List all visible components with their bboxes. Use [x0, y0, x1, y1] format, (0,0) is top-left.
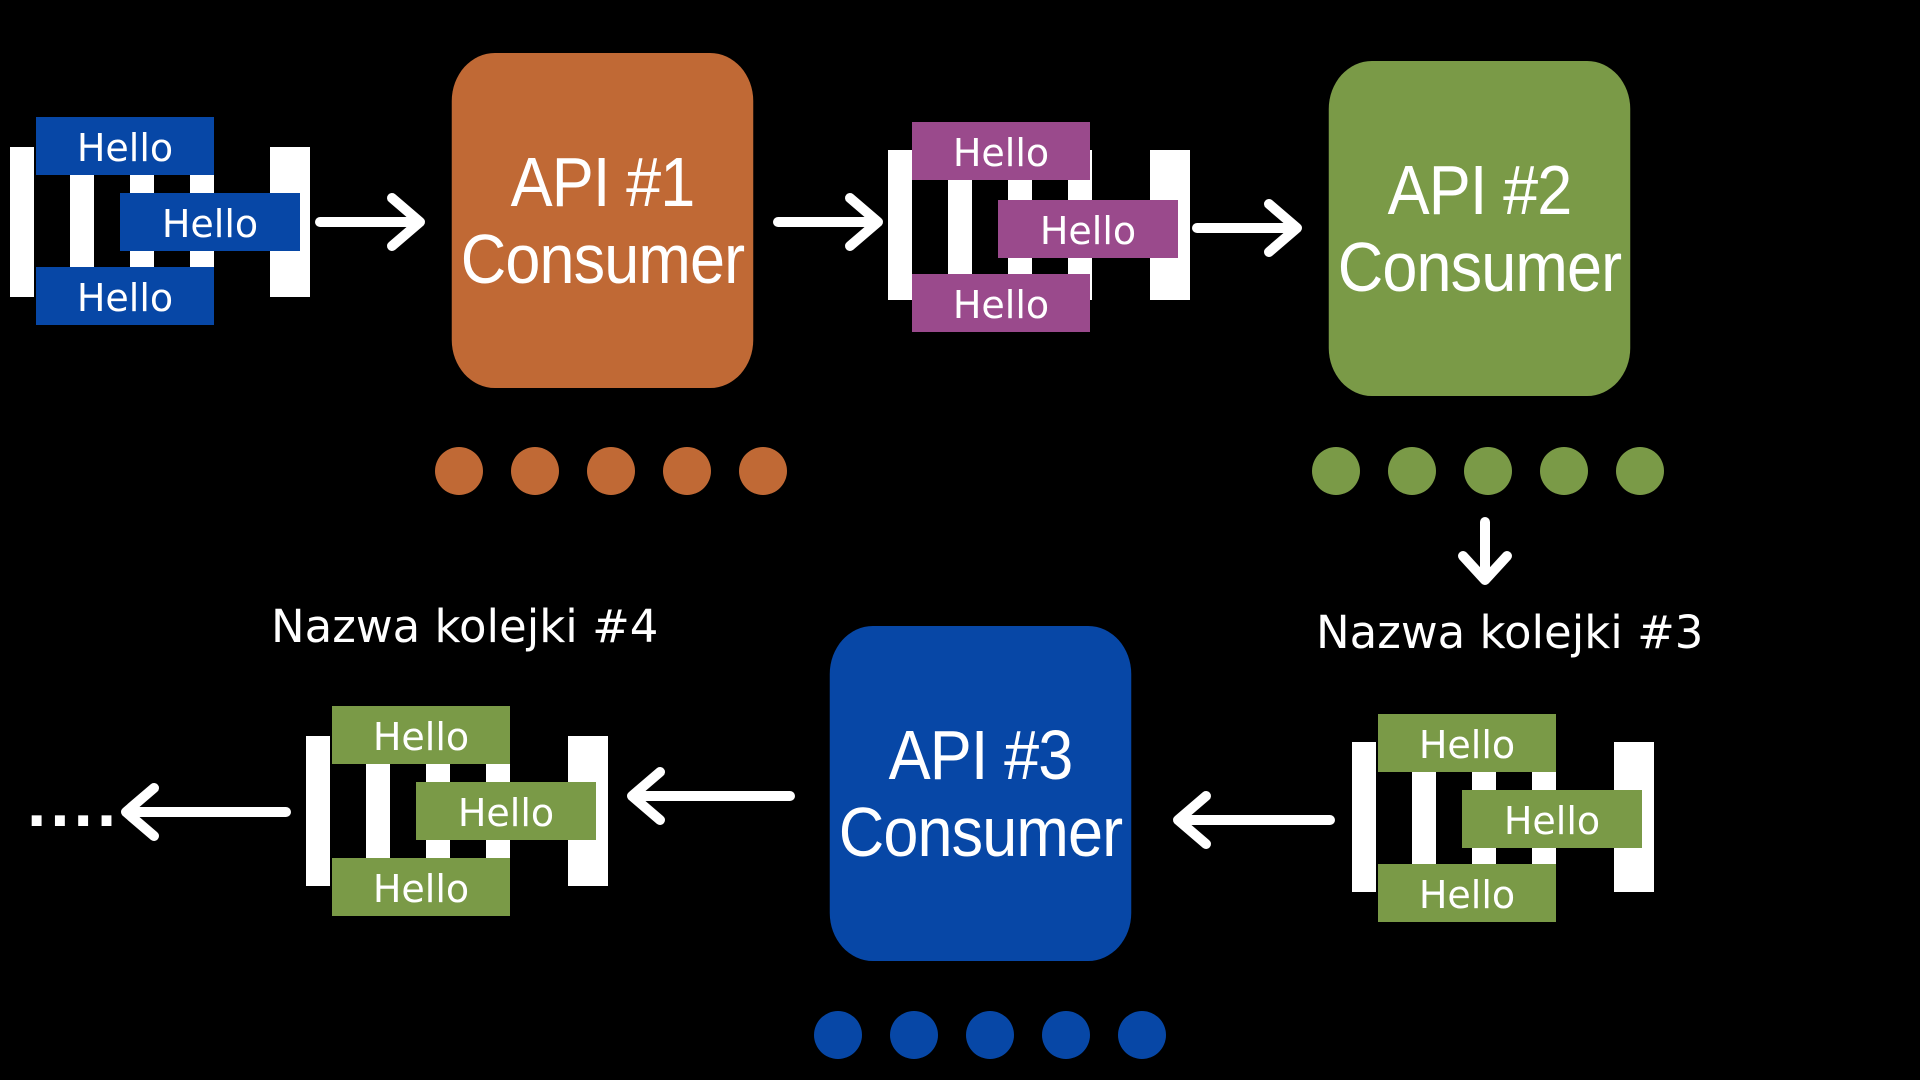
- api-2-instance-dot: [1312, 447, 1360, 495]
- svg-text:Hello: Hello: [373, 715, 469, 759]
- message-1: Hello: [1378, 714, 1556, 772]
- api-1-consumer-box: API #1 Consumer: [451, 53, 754, 388]
- arrow-api2-down-to-queue3: [1458, 517, 1512, 585]
- api-3-instance-dot: [814, 1011, 862, 1059]
- arrow-api1-to-queue2: [773, 193, 883, 251]
- api-1-instance-dot: [511, 447, 559, 495]
- api-3-consumer-box: API #3 Consumer: [829, 626, 1132, 961]
- queue-4: Hello Hello Hello: [306, 706, 608, 916]
- api-3-instance-dot: [966, 1011, 1014, 1059]
- svg-text:Hello: Hello: [1419, 873, 1515, 917]
- queue-3-name: Nazwa kolejki #3: [1316, 606, 1704, 659]
- api-3-instance-dot: [1042, 1011, 1090, 1059]
- queue-2: Hello Hello Hello: [888, 122, 1190, 332]
- message-1: Hello: [36, 117, 214, 175]
- svg-text:Hello: Hello: [77, 276, 173, 320]
- api-1-instance-dot: [435, 447, 483, 495]
- api-2-instance-dot: [1540, 447, 1588, 495]
- message-2: Hello: [416, 782, 596, 840]
- message-3: Hello: [36, 267, 214, 325]
- arrow-api3-to-queue4: [627, 767, 795, 825]
- api-2-subtitle: Consumer: [1337, 227, 1622, 306]
- message-2: Hello: [998, 200, 1178, 258]
- arrow-queue1-to-api1: [315, 193, 425, 251]
- svg-text:Hello: Hello: [1504, 799, 1600, 843]
- api-2-instance-dot: [1388, 447, 1436, 495]
- svg-text:Hello: Hello: [373, 867, 469, 911]
- svg-text:Hello: Hello: [953, 131, 1049, 175]
- svg-text:Hello: Hello: [162, 202, 258, 246]
- arrow-queue3-to-api3: [1173, 791, 1335, 849]
- svg-text:Hello: Hello: [1419, 723, 1515, 767]
- api-2-instance-dot: [1616, 447, 1664, 495]
- svg-text:Hello: Hello: [77, 126, 173, 170]
- message-3: Hello: [1378, 864, 1556, 922]
- api-1-instance-dot: [587, 447, 635, 495]
- queue-3: Hello Hello Hello: [1352, 714, 1654, 922]
- arrow-queue2-to-api2: [1192, 199, 1302, 257]
- api-1-instance-dot: [739, 447, 787, 495]
- api-3-instance-dot: [1118, 1011, 1166, 1059]
- continuation-ellipsis: ....: [26, 775, 120, 840]
- svg-text:Hello: Hello: [458, 791, 554, 835]
- api-2-consumer-box: API #2 Consumer: [1328, 61, 1631, 396]
- svg-text:Hello: Hello: [953, 283, 1049, 327]
- message-1: Hello: [332, 706, 510, 764]
- api-3-instance-dot: [890, 1011, 938, 1059]
- api2-instance-dots: [1312, 447, 1664, 495]
- api-1-instance-dot: [663, 447, 711, 495]
- api-1-subtitle: Consumer: [460, 219, 745, 298]
- queue-4-name: Nazwa kolejki #4: [271, 600, 659, 653]
- arrow-queue4-onward: [121, 783, 291, 841]
- api-3-title: API #3: [888, 715, 1074, 794]
- api3-instance-dots: [814, 1011, 1166, 1059]
- message-1: Hello: [912, 122, 1090, 180]
- api-2-title: API #2: [1387, 150, 1573, 229]
- api-1-title: API #1: [510, 142, 696, 221]
- message-3: Hello: [332, 858, 510, 916]
- api1-instance-dots: [435, 447, 787, 495]
- api-2-instance-dot: [1464, 447, 1512, 495]
- message-3: Hello: [912, 274, 1090, 332]
- svg-text:Hello: Hello: [1040, 209, 1136, 253]
- message-2: Hello: [120, 193, 300, 251]
- api-3-subtitle: Consumer: [838, 792, 1123, 871]
- queue-1: Hello Hello Hello: [10, 117, 310, 325]
- message-2: Hello: [1462, 790, 1642, 848]
